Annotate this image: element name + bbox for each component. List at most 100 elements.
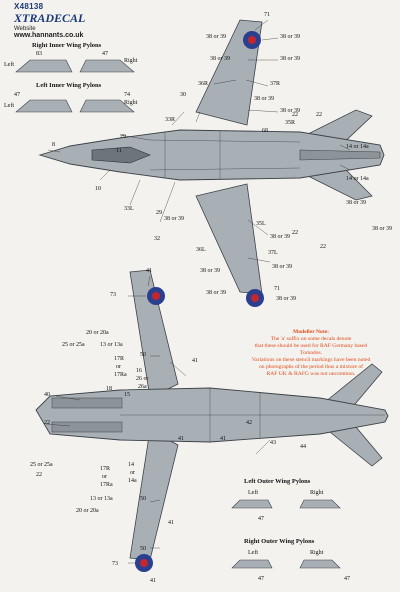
decal-label: 50 xyxy=(140,496,146,502)
website-url: www.hannants.co.uk xyxy=(14,32,84,39)
decal-label: 73 xyxy=(110,292,116,298)
pylon-left-label: Left xyxy=(248,490,258,496)
upper-roundel-bottom xyxy=(246,289,264,307)
pylon-right-label: Right xyxy=(124,100,138,106)
decal-label: 43 xyxy=(270,440,276,446)
decal-label: 38 or 39 xyxy=(206,290,226,296)
decal-label: 38 or 39 xyxy=(200,268,220,274)
decal-label: 13 or 13a xyxy=(90,496,113,502)
decal-label: 29 xyxy=(156,210,162,216)
decal-label: 37R xyxy=(270,81,281,87)
upper-canopy xyxy=(91,146,151,164)
decal-label: 14 xyxy=(128,462,134,468)
lower-intake-top xyxy=(51,397,123,409)
upper-roundel-top xyxy=(243,31,261,49)
decal-label: 38 or 39 xyxy=(280,108,300,114)
note-line: on photographs of the period thus a mixt… xyxy=(258,364,364,370)
pylon-left-inner-left xyxy=(15,99,73,113)
decal-label: 26a xyxy=(138,384,147,390)
pylon-right-label: Right xyxy=(310,550,324,556)
pylon-right-outer-left xyxy=(231,559,273,569)
decal-label: 18 xyxy=(106,386,112,392)
decal-label: or xyxy=(102,474,107,480)
product-code: X48138 xyxy=(14,2,44,11)
decal-label: 71 xyxy=(274,286,280,292)
decal-label: 32 xyxy=(154,236,160,242)
decal-label: 29 xyxy=(120,134,126,140)
right-inner-pylons-title: Right Inner Wing Pylons xyxy=(32,42,102,49)
decal-label: 36L xyxy=(196,247,206,253)
pylon-shapes xyxy=(15,59,341,569)
decal-label: 17Ra xyxy=(100,482,113,488)
decal-label: 17R xyxy=(114,356,125,362)
decal-label: 26 or xyxy=(136,376,149,382)
decal-label: 38 or 39 xyxy=(210,56,230,62)
decal-label: 25 or 25a xyxy=(62,342,85,348)
decal-label: 41 xyxy=(168,520,174,526)
note-line: The 'a' suffix on some decals denote xyxy=(270,336,352,342)
website-label: Website xyxy=(14,26,36,32)
left-inner-pylons-title: Left Inner Wing Pylons xyxy=(36,82,102,89)
decal-label: 33L xyxy=(124,206,134,212)
decal-label: 14 or 14a xyxy=(346,144,369,150)
note-line: that these should be used for RAF German… xyxy=(254,343,368,349)
decal-label: 42 xyxy=(246,420,252,426)
decal-label: 37L xyxy=(268,250,278,256)
decal-label: 17R xyxy=(100,466,111,472)
pylon-right-outer-right xyxy=(299,559,341,569)
decal-label: 35R xyxy=(285,120,296,126)
left-outer-pylons-title: Left Outer Wing Pylons xyxy=(244,478,311,485)
decal-label: 22 xyxy=(44,420,50,426)
lower-view xyxy=(35,269,389,572)
note-line: Tornados. xyxy=(299,350,323,356)
decal-label: 35L xyxy=(256,221,266,227)
upper-panel-line xyxy=(149,139,301,143)
decal-label: 10 xyxy=(95,186,101,192)
decal-label: 14 or 14a xyxy=(346,176,369,182)
pylon-left-label: Left xyxy=(4,62,14,68)
pylon-number: 47 xyxy=(14,92,20,98)
decal-label: 15 xyxy=(124,392,130,398)
modeller-note: Modeller Note: The 'a' suffix on some de… xyxy=(236,329,386,378)
decal-label: 22 xyxy=(292,230,298,236)
decal-label: 36R xyxy=(198,81,209,87)
decal-label: 22 xyxy=(292,112,298,118)
decal-label: 8 xyxy=(52,142,55,148)
upper-leader-lines xyxy=(47,19,351,263)
pylon-left-outer-right xyxy=(299,499,341,509)
decal-label: 13 or 13a xyxy=(100,342,123,348)
decal-label: 38 or 39 xyxy=(280,34,300,40)
decal-label: 20 or 20a xyxy=(76,508,99,514)
pylon-number: 47 xyxy=(258,516,264,522)
decal-label: 25 or 25a xyxy=(30,462,53,468)
decal-label: 16 xyxy=(136,368,142,374)
decal-label: 38 or 39 xyxy=(372,226,392,232)
decal-label: 41 xyxy=(146,268,152,274)
upper-wing-top xyxy=(195,19,263,126)
decal-label: or xyxy=(116,364,121,370)
decal-label: 38 or 39 xyxy=(346,200,366,206)
decal-label: 38 or 39 xyxy=(164,216,184,222)
brand-block: X48138 XTRADECAL Website www.hannants.co… xyxy=(14,2,104,39)
decal-label: 17Ra xyxy=(114,372,127,378)
decal-label: 73 xyxy=(112,561,118,567)
lower-wing-bottom xyxy=(129,429,179,561)
decal-label: 30 xyxy=(180,92,186,98)
decal-label: 71 xyxy=(264,12,270,18)
pylon-right-label: Right xyxy=(310,490,324,496)
pylon-right-label: Right xyxy=(124,58,138,64)
decal-label: 20 or 20a xyxy=(86,330,109,336)
upper-view xyxy=(38,19,385,307)
lower-roundel-top xyxy=(147,287,165,305)
decal-label: 38 or 39 xyxy=(206,34,226,40)
lower-intake-bottom xyxy=(51,421,123,433)
pylon-left-label: Left xyxy=(248,550,258,556)
decal-label: 22 xyxy=(36,472,42,478)
pylon-number: 74 xyxy=(124,92,130,98)
decal-label: or xyxy=(130,470,135,476)
decal-label: 38 or 39 xyxy=(280,56,300,62)
upper-fin xyxy=(299,149,381,161)
note-title: Modeller Note: xyxy=(292,329,330,335)
